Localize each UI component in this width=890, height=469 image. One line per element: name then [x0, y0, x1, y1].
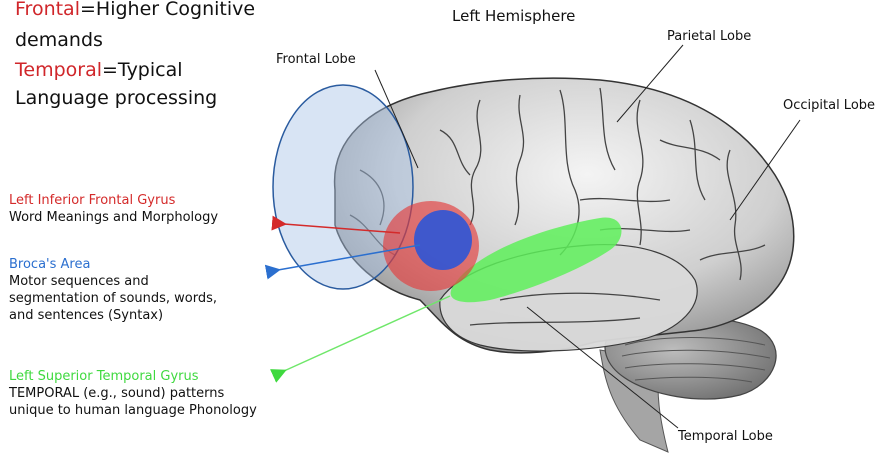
broca-arrow [264, 244, 421, 280]
lifg-annotation: Left Inferior Frontal Gyrus Word Meaning… [9, 192, 218, 226]
legend-temporal-line: Temporal=Typical [15, 58, 183, 83]
legend-frontal-desc: =Higher Cognitive [79, 0, 256, 20]
temporal-lobe-label: Temporal Lobe [678, 429, 773, 444]
broca-desc-line: and sentences (Syntax) [9, 308, 164, 323]
diagram-heading: Left Hemisphere [452, 7, 576, 25]
legend-temporal-desc: =Typical [102, 59, 183, 81]
lifg-arrow [271, 215, 401, 234]
legend-frontal-term: Frontal [15, 0, 80, 20]
broca-desc-line: Motor sequences and [9, 274, 149, 289]
superior-temporal-gyrus [450, 217, 622, 303]
brocas-area [414, 210, 472, 270]
lstg-arrow [269, 295, 451, 383]
frontal-lobe-pointer [374, 69, 419, 169]
broca-desc-line: segmentation of sounds, words, [9, 291, 218, 306]
temporal-lobe-pointer [526, 306, 679, 429]
legend-temporal-term: Temporal [15, 59, 102, 81]
occipital-lobe-label: Occipital Lobe [783, 98, 876, 113]
broca-annotation: Broca's Area Motor sequences and segment… [9, 256, 217, 324]
frontal-lobe-label: Frontal Lobe [276, 52, 356, 67]
lstg-desc-line: TEMPORAL (e.g., sound) patterns [9, 386, 225, 401]
broca-title: Broca's Area [9, 257, 91, 272]
lstg-title: Left Superior Temporal Gyrus [9, 369, 199, 384]
lstg-annotation: Left Superior Temporal Gyrus TEMPORAL (e… [9, 368, 257, 419]
legend-frontal-line: Frontal=Higher Cognitive [15, 0, 255, 22]
lifg-desc-line: Word Meanings and Morphology [9, 210, 219, 225]
lstg-desc-line: unique to human language Phonology [9, 403, 257, 418]
lifg-title: Left Inferior Frontal Gyrus [9, 193, 176, 208]
frontal-lobe-ellipse [272, 84, 414, 290]
occipital-lobe-pointer [729, 119, 801, 221]
parietal-lobe-label: Parietal Lobe [667, 29, 752, 44]
parietal-lobe-pointer [616, 44, 684, 123]
legend-temporal-line2: Language processing [15, 87, 218, 109]
legend-frontal-line2: demands [15, 29, 103, 51]
cerebellum-folds [621, 337, 771, 383]
